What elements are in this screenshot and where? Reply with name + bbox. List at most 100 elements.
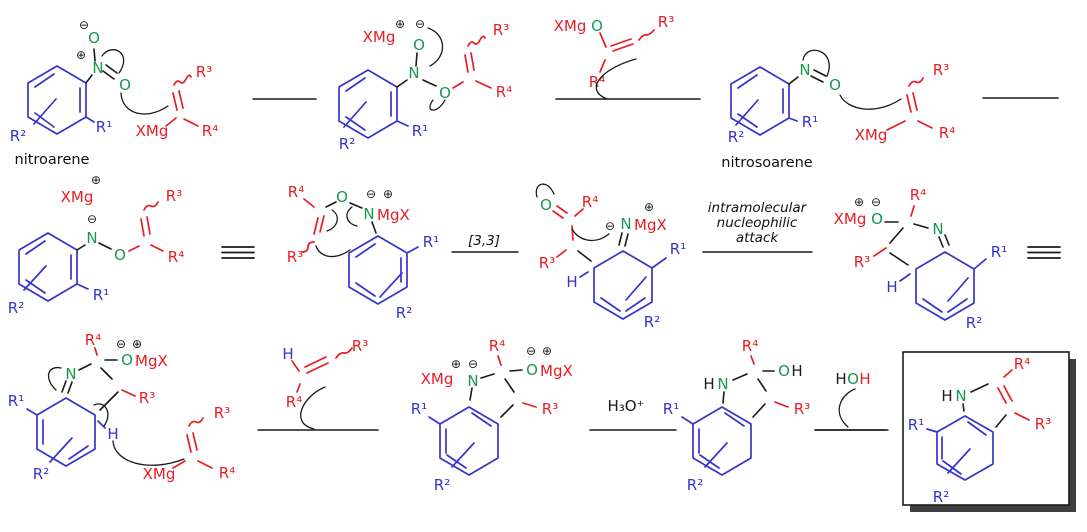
r1-label: R¹ bbox=[411, 400, 427, 418]
curved-arrow bbox=[346, 206, 358, 227]
five-ring-bonds bbox=[469, 369, 523, 418]
nitrogen-label: N bbox=[799, 61, 810, 79]
xmg-label: XMg bbox=[834, 210, 867, 228]
r2-label: R² bbox=[434, 476, 450, 494]
xmg-label: XMg bbox=[855, 126, 888, 144]
substituent-bonds bbox=[873, 205, 915, 257]
curved-arrow bbox=[101, 49, 125, 74]
benzene-ring bbox=[348, 235, 419, 305]
r2-label: R² bbox=[644, 313, 660, 331]
five-ring-bonds bbox=[61, 359, 119, 411]
r1-label: R¹ bbox=[423, 233, 439, 251]
n-anion-enol-ether-structure: XMg ⊕ ⊖ N O R³ R⁴ R¹ R² bbox=[8, 173, 184, 317]
r2-label: R² bbox=[728, 128, 744, 146]
xmg-label: XMg bbox=[61, 188, 94, 206]
enol-ether-bonds bbox=[128, 201, 164, 252]
nitrosoarene-caption: nitrosoarene bbox=[721, 155, 812, 171]
water-o-label: O bbox=[847, 370, 859, 388]
r2-label: R² bbox=[339, 135, 355, 153]
nitrogen-label: N bbox=[955, 387, 966, 405]
alkene-bonds bbox=[291, 347, 353, 393]
sigmatropic-label: [3,3] bbox=[468, 233, 500, 249]
oxygen-label: O bbox=[114, 246, 126, 264]
r3-label: R³ bbox=[166, 187, 182, 205]
plus-charge: ⊕ bbox=[644, 200, 654, 214]
nitrogen-label: N bbox=[467, 372, 478, 390]
r4-label: R⁴ bbox=[286, 393, 302, 411]
vinyl-grignard-2: XMg R³ R⁴ bbox=[839, 61, 955, 144]
mgx-label: MgX bbox=[135, 352, 168, 370]
h-label: H bbox=[566, 273, 577, 291]
nitroarene-structure: ⊖ ⊕ O N O R¹ R² nitroarene bbox=[10, 18, 169, 168]
h-label: H bbox=[886, 278, 897, 296]
xmg-label: XMg bbox=[554, 17, 587, 35]
r2-label: R² bbox=[10, 127, 26, 145]
r3-label: R³ bbox=[658, 13, 674, 31]
r2-label: R² bbox=[933, 488, 949, 506]
mgx-label: MgX bbox=[377, 206, 410, 224]
plus-charge: ⊕ bbox=[132, 337, 142, 351]
r3-label: R³ bbox=[287, 248, 303, 266]
r3-label: R³ bbox=[794, 400, 810, 418]
nitroso-bonds bbox=[788, 69, 827, 85]
deprotonation-structure: N R⁴ ⊖ ⊕ O MgX R³ H R¹ R² bbox=[8, 331, 185, 483]
step-note-line1: intramolecular bbox=[708, 200, 808, 216]
pyrrole-bonds bbox=[997, 369, 1030, 421]
nitrogen-label: N bbox=[717, 375, 728, 393]
h-label: H bbox=[791, 362, 802, 380]
oxygen-label: O bbox=[526, 361, 538, 379]
r1-label: R¹ bbox=[670, 240, 686, 258]
plus-charge: ⊕ bbox=[383, 187, 393, 201]
substituent-bonds bbox=[497, 355, 537, 408]
nitroarene-caption: nitroarene bbox=[15, 152, 90, 168]
r1-label: R¹ bbox=[96, 118, 112, 136]
r4-label: R⁴ bbox=[910, 186, 926, 204]
oxygen-label: O bbox=[413, 36, 425, 54]
nitro-bonds bbox=[85, 48, 118, 84]
vinyl-bonds bbox=[165, 74, 199, 127]
r1-label: R¹ bbox=[8, 392, 24, 410]
benzene-ring bbox=[338, 69, 409, 139]
minus-charge: ⊖ bbox=[415, 17, 425, 31]
r3-label: R³ bbox=[196, 63, 212, 81]
plus-charge: ⊕ bbox=[91, 173, 101, 187]
minus-charge: ⊖ bbox=[87, 212, 97, 226]
r1-label: R¹ bbox=[412, 122, 428, 140]
enolate-bonds bbox=[599, 29, 655, 73]
h-label: H bbox=[941, 387, 952, 405]
xmg-label: XMg bbox=[136, 122, 169, 140]
water-h-label: H bbox=[859, 370, 870, 388]
plus-charge: ⊕ bbox=[76, 48, 86, 62]
benzene-ring bbox=[18, 232, 89, 302]
curved-arrow bbox=[326, 209, 338, 232]
nitrogen-label: N bbox=[65, 365, 76, 383]
equivalence-sign bbox=[1027, 246, 1061, 259]
r3-label: R³ bbox=[214, 404, 230, 422]
mgx-label: MgX bbox=[634, 216, 667, 234]
h-label: H bbox=[107, 425, 118, 443]
curved-arrow bbox=[571, 228, 610, 242]
minus-charge: ⊖ bbox=[526, 344, 536, 358]
benzene-ring bbox=[27, 65, 95, 135]
r1-label: R¹ bbox=[908, 416, 924, 434]
curved-arrow bbox=[839, 94, 902, 110]
r1-label: R¹ bbox=[991, 243, 1007, 261]
plus-charge: ⊕ bbox=[395, 17, 405, 31]
r4-label: R⁴ bbox=[742, 337, 758, 355]
indole-product-box: H N R⁴ R³ R¹ R² bbox=[902, 351, 1076, 512]
acid-workup-label: H₃O⁺ bbox=[607, 397, 644, 415]
nitrogen-label: N bbox=[92, 59, 103, 77]
r2-label: R² bbox=[966, 314, 982, 332]
r4-label: R⁴ bbox=[288, 183, 304, 201]
minus-charge: ⊖ bbox=[79, 18, 89, 32]
curved-arrow bbox=[838, 388, 856, 428]
r3-label: R³ bbox=[139, 389, 155, 407]
xmg-label: XMg bbox=[363, 28, 396, 46]
bicyclic-alkoxide-structure: ⊕ ⊖ XMg O R⁴ N R³ H R¹ R² bbox=[834, 186, 1008, 332]
nitrogen-label: N bbox=[620, 215, 631, 233]
oxygen-label: O bbox=[591, 17, 603, 35]
plus-charge: ⊕ bbox=[542, 344, 552, 358]
curved-arrow bbox=[120, 92, 169, 115]
curved-arrow bbox=[93, 403, 109, 427]
